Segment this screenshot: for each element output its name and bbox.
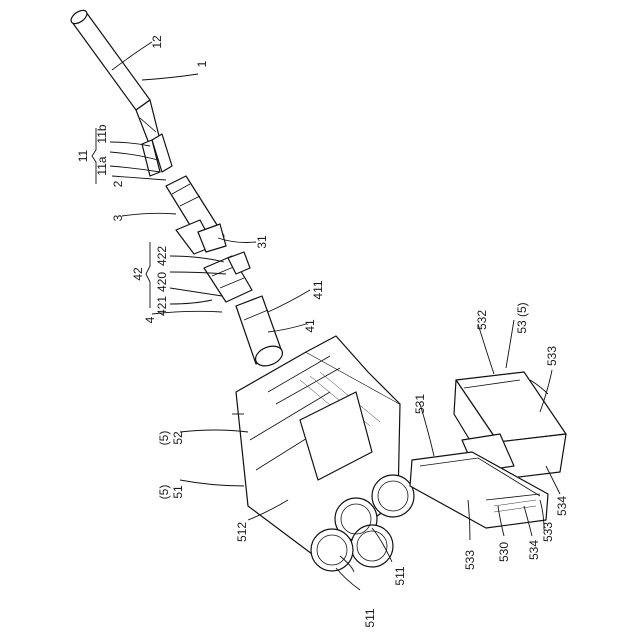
label-5-51: (5) (157, 485, 171, 500)
label-11: 11 (76, 149, 90, 162)
label-3: 3 (111, 214, 125, 221)
label-534-right: 534 (555, 496, 569, 516)
label-422: 422 (155, 246, 169, 266)
label-532: 532 (475, 310, 489, 330)
label-41: 41 (303, 319, 317, 333)
label-11a: 11a (95, 156, 109, 175)
label-511-right: 511 (393, 566, 407, 585)
label-421: 421 (155, 296, 169, 316)
label-534-bottom: 534 (527, 540, 541, 560)
terminal-3 (166, 176, 226, 254)
cover-53 (410, 372, 566, 528)
label-31: 31 (255, 235, 269, 249)
housing-51-52 (236, 336, 414, 571)
label-530: 530 (497, 542, 511, 562)
label-5-52: (5) (157, 431, 171, 446)
label-52: 52 (171, 431, 185, 445)
cable-12 (69, 8, 150, 110)
label-2: 2 (111, 180, 125, 187)
label-512: 512 (235, 522, 249, 542)
wires-11 (136, 100, 172, 176)
label-533-bottom-right: 533 (541, 522, 555, 542)
label-511-left: 511 (363, 608, 377, 627)
label-42: 42 (131, 267, 145, 281)
label-411: 411 (311, 280, 325, 299)
label-533-top: 533 (545, 346, 559, 366)
label-11b: 11b (95, 124, 109, 143)
label-420: 420 (155, 272, 169, 292)
label-12: 12 (150, 35, 164, 49)
label-53-5: 53 (5) (515, 302, 529, 333)
label-4: 4 (143, 316, 157, 323)
label-533-bottom-left: 533 (463, 550, 477, 570)
label-531: 531 (413, 394, 427, 414)
label-1: 1 (195, 60, 209, 67)
label-51: 51 (171, 485, 185, 499)
